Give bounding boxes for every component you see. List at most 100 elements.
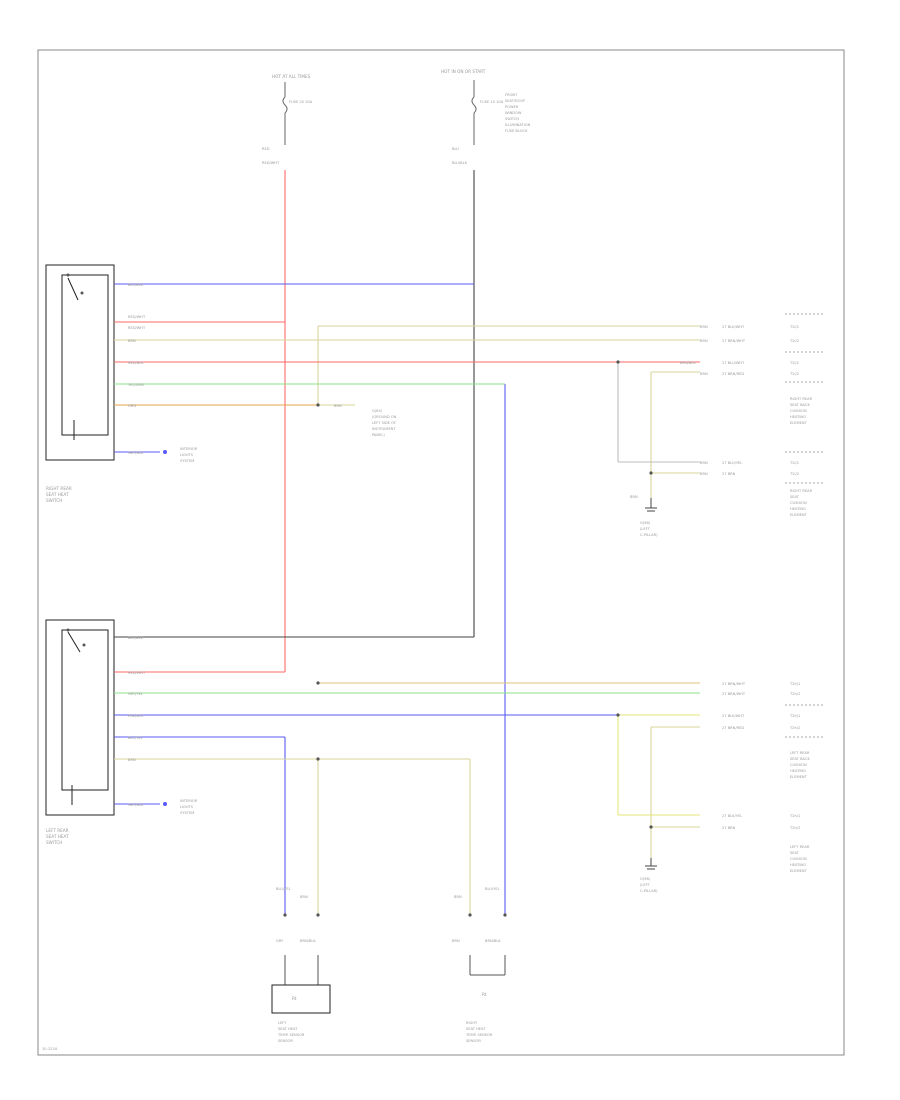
wire-code: 27 BLU/WHT	[722, 361, 745, 365]
wire-label: BRN	[300, 895, 308, 899]
ground-label: C-PILLAR)	[640, 889, 658, 893]
wire-label: BLU/BLK	[452, 161, 468, 165]
wire-code: 27 BLK/WHT	[722, 325, 745, 329]
element-label: HEATING	[790, 863, 806, 867]
ground-label: (LEFT	[640, 883, 651, 887]
wire-label: RED/BLK	[128, 361, 144, 365]
wire-tag: T2h/2	[789, 692, 800, 696]
sensor-label: SEAT HEAT	[466, 1027, 486, 1031]
wire-code: 27 BLK/YEL	[722, 814, 742, 818]
wire-label: BRN	[700, 461, 708, 465]
wire-label: BRN	[334, 404, 342, 408]
ground-mid: G(64) (GROUND ON LEFT SIDE OF INSTRUMENT…	[372, 409, 397, 437]
element-label: SEAT	[790, 495, 800, 499]
wire-label: BLU/BLK	[128, 283, 144, 287]
fuse-note: FUSE BLOCK	[505, 129, 528, 133]
switch-label: SWITCH	[46, 840, 62, 845]
wire-label: BRN/BLU	[680, 361, 696, 365]
dimmer-label: INTERIOR	[180, 447, 198, 451]
wire-code: 27 BRN/WHT	[722, 339, 746, 343]
fuse-note: POWER	[505, 105, 519, 109]
footer-code: 10-1234	[42, 1047, 58, 1051]
dimmer-label: SYSTEM	[180, 811, 194, 815]
sensor-symbol: Rt	[292, 996, 297, 1001]
left-rear-elements: 27 BRN/WHT 27 BRN/WHT 27 BLK/WHT 27 BRN/…	[616, 682, 825, 893]
ground-label: G(98)	[640, 521, 651, 525]
sensor-label: SENSOR	[278, 1039, 293, 1043]
left-rear-switch: LEFT REAR SEAT HEAT SWITCH	[45, 619, 115, 845]
fuse-right-label: FUSE 10 10A	[480, 100, 504, 104]
dimmer-label: LIGHTS	[180, 453, 194, 457]
element-label: HEATING	[790, 415, 806, 419]
ground-label: G(64)	[372, 409, 383, 413]
wire-label: BRN	[700, 325, 708, 329]
wire-tag: T2h/1	[789, 682, 800, 686]
wire-label: GRY/YEL	[128, 692, 143, 696]
fuse-note: SWITCH	[505, 117, 519, 121]
left-temp-sensor: BLU/YEL BRN GRY BRN/BLK Rt LEFT SEAT HEA…	[271, 887, 331, 1043]
wire-label: GRY/BLU	[128, 803, 144, 807]
element-label: SEAT	[790, 851, 800, 855]
sensor-label: SENSOR	[466, 1039, 481, 1043]
element-label: RIGHT REAR	[790, 489, 813, 493]
fuse-note: SEAT/ROOF	[505, 99, 525, 103]
wire-label: PNK/BLU	[128, 714, 144, 718]
dimmer-right: INTERIOR LIGHTS SYSTEM	[180, 447, 198, 463]
wire-label: ORG	[128, 404, 136, 408]
wire-tag: T2i/1	[789, 325, 799, 329]
wire-label: BLU/YEL	[128, 736, 143, 740]
wire-label: GRY/BLU	[128, 451, 144, 455]
wire-label: YEL/GRN	[128, 383, 144, 387]
ground-label: (GROUND ON	[372, 415, 397, 419]
wire-tag: T2h/1	[789, 714, 800, 718]
dimmer-label: SYSTEM	[180, 459, 194, 463]
wire-tag: T2h/1	[789, 814, 800, 818]
ground-label: G(98)	[640, 877, 651, 881]
element-label: ELEMENT	[790, 869, 808, 873]
element-label: RIGHT REAR	[790, 397, 813, 401]
wire-label: RED/WHT	[128, 326, 146, 330]
sensor-label: TEMP. SENSOR	[277, 1033, 305, 1037]
switch-label: LEFT REAR	[46, 828, 69, 833]
wire-label: BLU/YEL	[485, 887, 500, 891]
dimmer-label: LIGHTS	[180, 805, 194, 809]
fuse-note: WINDOW	[505, 111, 522, 115]
diagram-frame	[37, 49, 845, 1056]
wire-label: BRN	[700, 472, 708, 476]
wire-label: RED/WHT	[128, 315, 146, 319]
ground-label: PANEL)	[372, 433, 385, 437]
element-label: CUSHION	[790, 501, 807, 505]
left-power-feed: HOT AT ALL TIMES FUSE 20 10A RED RED/WHT	[262, 74, 313, 165]
wire-code: 27 BRN/RED	[722, 726, 744, 730]
hot-at-all-times-label: HOT AT ALL TIMES	[272, 74, 311, 79]
hot-in-on-label: HOT IN ON OR START	[441, 69, 486, 74]
right-rear-switch: RIGHT REAR SEAT HEAT SWITCH	[45, 264, 115, 503]
wire-code: 27 BLU/YEL	[722, 461, 742, 465]
wire-label: RED/WHT	[262, 161, 280, 165]
fuse-left-label: FUSE 20 10A	[289, 100, 313, 104]
wire-tag: T2i/2	[789, 372, 799, 376]
wire-label: BRN	[454, 895, 462, 899]
fuse-note: ILLUMINATION	[505, 123, 531, 127]
element-label: ELEMENT	[790, 775, 808, 779]
wire-tag: T2h/2	[789, 826, 800, 830]
wire-code: 27 BRN/WHT	[722, 682, 746, 686]
wire-code: 27 BRN/RED	[722, 372, 744, 376]
wire-tag: T2i/1	[789, 361, 799, 365]
wire-tag: T2h/2	[789, 726, 800, 730]
wire-label: BRN	[452, 939, 460, 943]
wire-code: 27 BRN	[722, 826, 736, 830]
switch-label: RIGHT REAR	[46, 486, 72, 491]
wire-label: BLU/BLK	[128, 636, 144, 640]
wire-code: 27 BLK/WHT	[722, 714, 745, 718]
wire-label: RED/WHT	[128, 671, 146, 675]
wire-tag: T2i/2	[789, 339, 799, 343]
sensor-label: TEMP. SENSOR	[465, 1033, 493, 1037]
element-label: LEFT REAR	[790, 845, 810, 849]
wire-label: BRN	[128, 758, 136, 762]
wire-label: GRY	[276, 939, 284, 943]
switch-label: SWITCH	[46, 498, 62, 503]
wire-label: BRN/BLK	[485, 939, 501, 943]
wire-label: BRN	[700, 372, 708, 376]
